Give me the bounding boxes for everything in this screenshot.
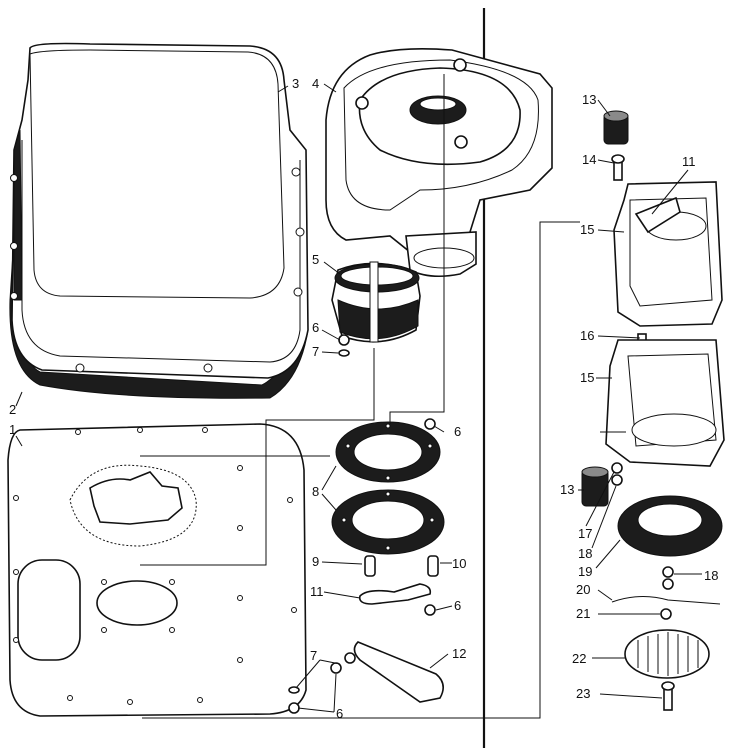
label-leaders [15, 83, 702, 713]
label-20: 20 [576, 582, 590, 597]
label-22: 22 [572, 651, 586, 666]
label-6-gasket: 6 [454, 424, 461, 439]
label-15-lower: 15 [580, 370, 594, 385]
label-6-bottom: 6 [336, 706, 343, 721]
label-17: 17 [578, 526, 592, 541]
label-18-right: 18 [704, 568, 718, 583]
label-3: 3 [292, 76, 299, 91]
assembly-lines [140, 74, 626, 719]
label-18-left: 18 [578, 546, 592, 561]
part-number-labels: 1 2 3 4 5 6 7 6 8 9 10 11 6 12 7 6 13 14… [9, 76, 718, 721]
label-21: 21 [576, 606, 590, 621]
grille-slats [637, 632, 699, 676]
cover-bolts [10, 167, 305, 373]
label-7-bottom: 7 [310, 648, 317, 663]
label-10: 10 [452, 556, 466, 571]
label-19: 19 [578, 564, 592, 579]
label-11-flange: 11 [682, 154, 696, 169]
label-11-strap: 11 [310, 584, 324, 599]
label-9: 9 [312, 554, 319, 569]
label-8: 8 [312, 484, 319, 499]
label-23: 23 [576, 686, 590, 701]
flange-gasket-part-8 [331, 421, 445, 555]
right-assembly [581, 110, 725, 711]
label-12: 12 [452, 646, 466, 661]
base-plate-holes [13, 427, 297, 705]
label-7-sleeve: 7 [312, 344, 319, 359]
small-parts-center [288, 334, 444, 714]
label-5: 5 [312, 252, 319, 267]
gasket-holes [341, 423, 435, 551]
sleeve-part-5 [331, 261, 421, 343]
label-13-lower: 13 [560, 482, 574, 497]
label-4: 4 [312, 76, 319, 91]
base-plate-part-1 [7, 423, 307, 717]
label-6-strap: 6 [454, 598, 461, 613]
label-1: 1 [9, 422, 16, 437]
blower-housing-part-4 [325, 47, 553, 278]
label-13-upper: 13 [582, 92, 596, 107]
label-14: 14 [582, 152, 596, 167]
label-6-sleeve: 6 [312, 320, 319, 335]
label-16: 16 [580, 328, 594, 343]
label-2: 2 [9, 402, 16, 417]
cover-part-3 [10, 42, 309, 379]
label-15-upper: 15 [580, 222, 594, 237]
